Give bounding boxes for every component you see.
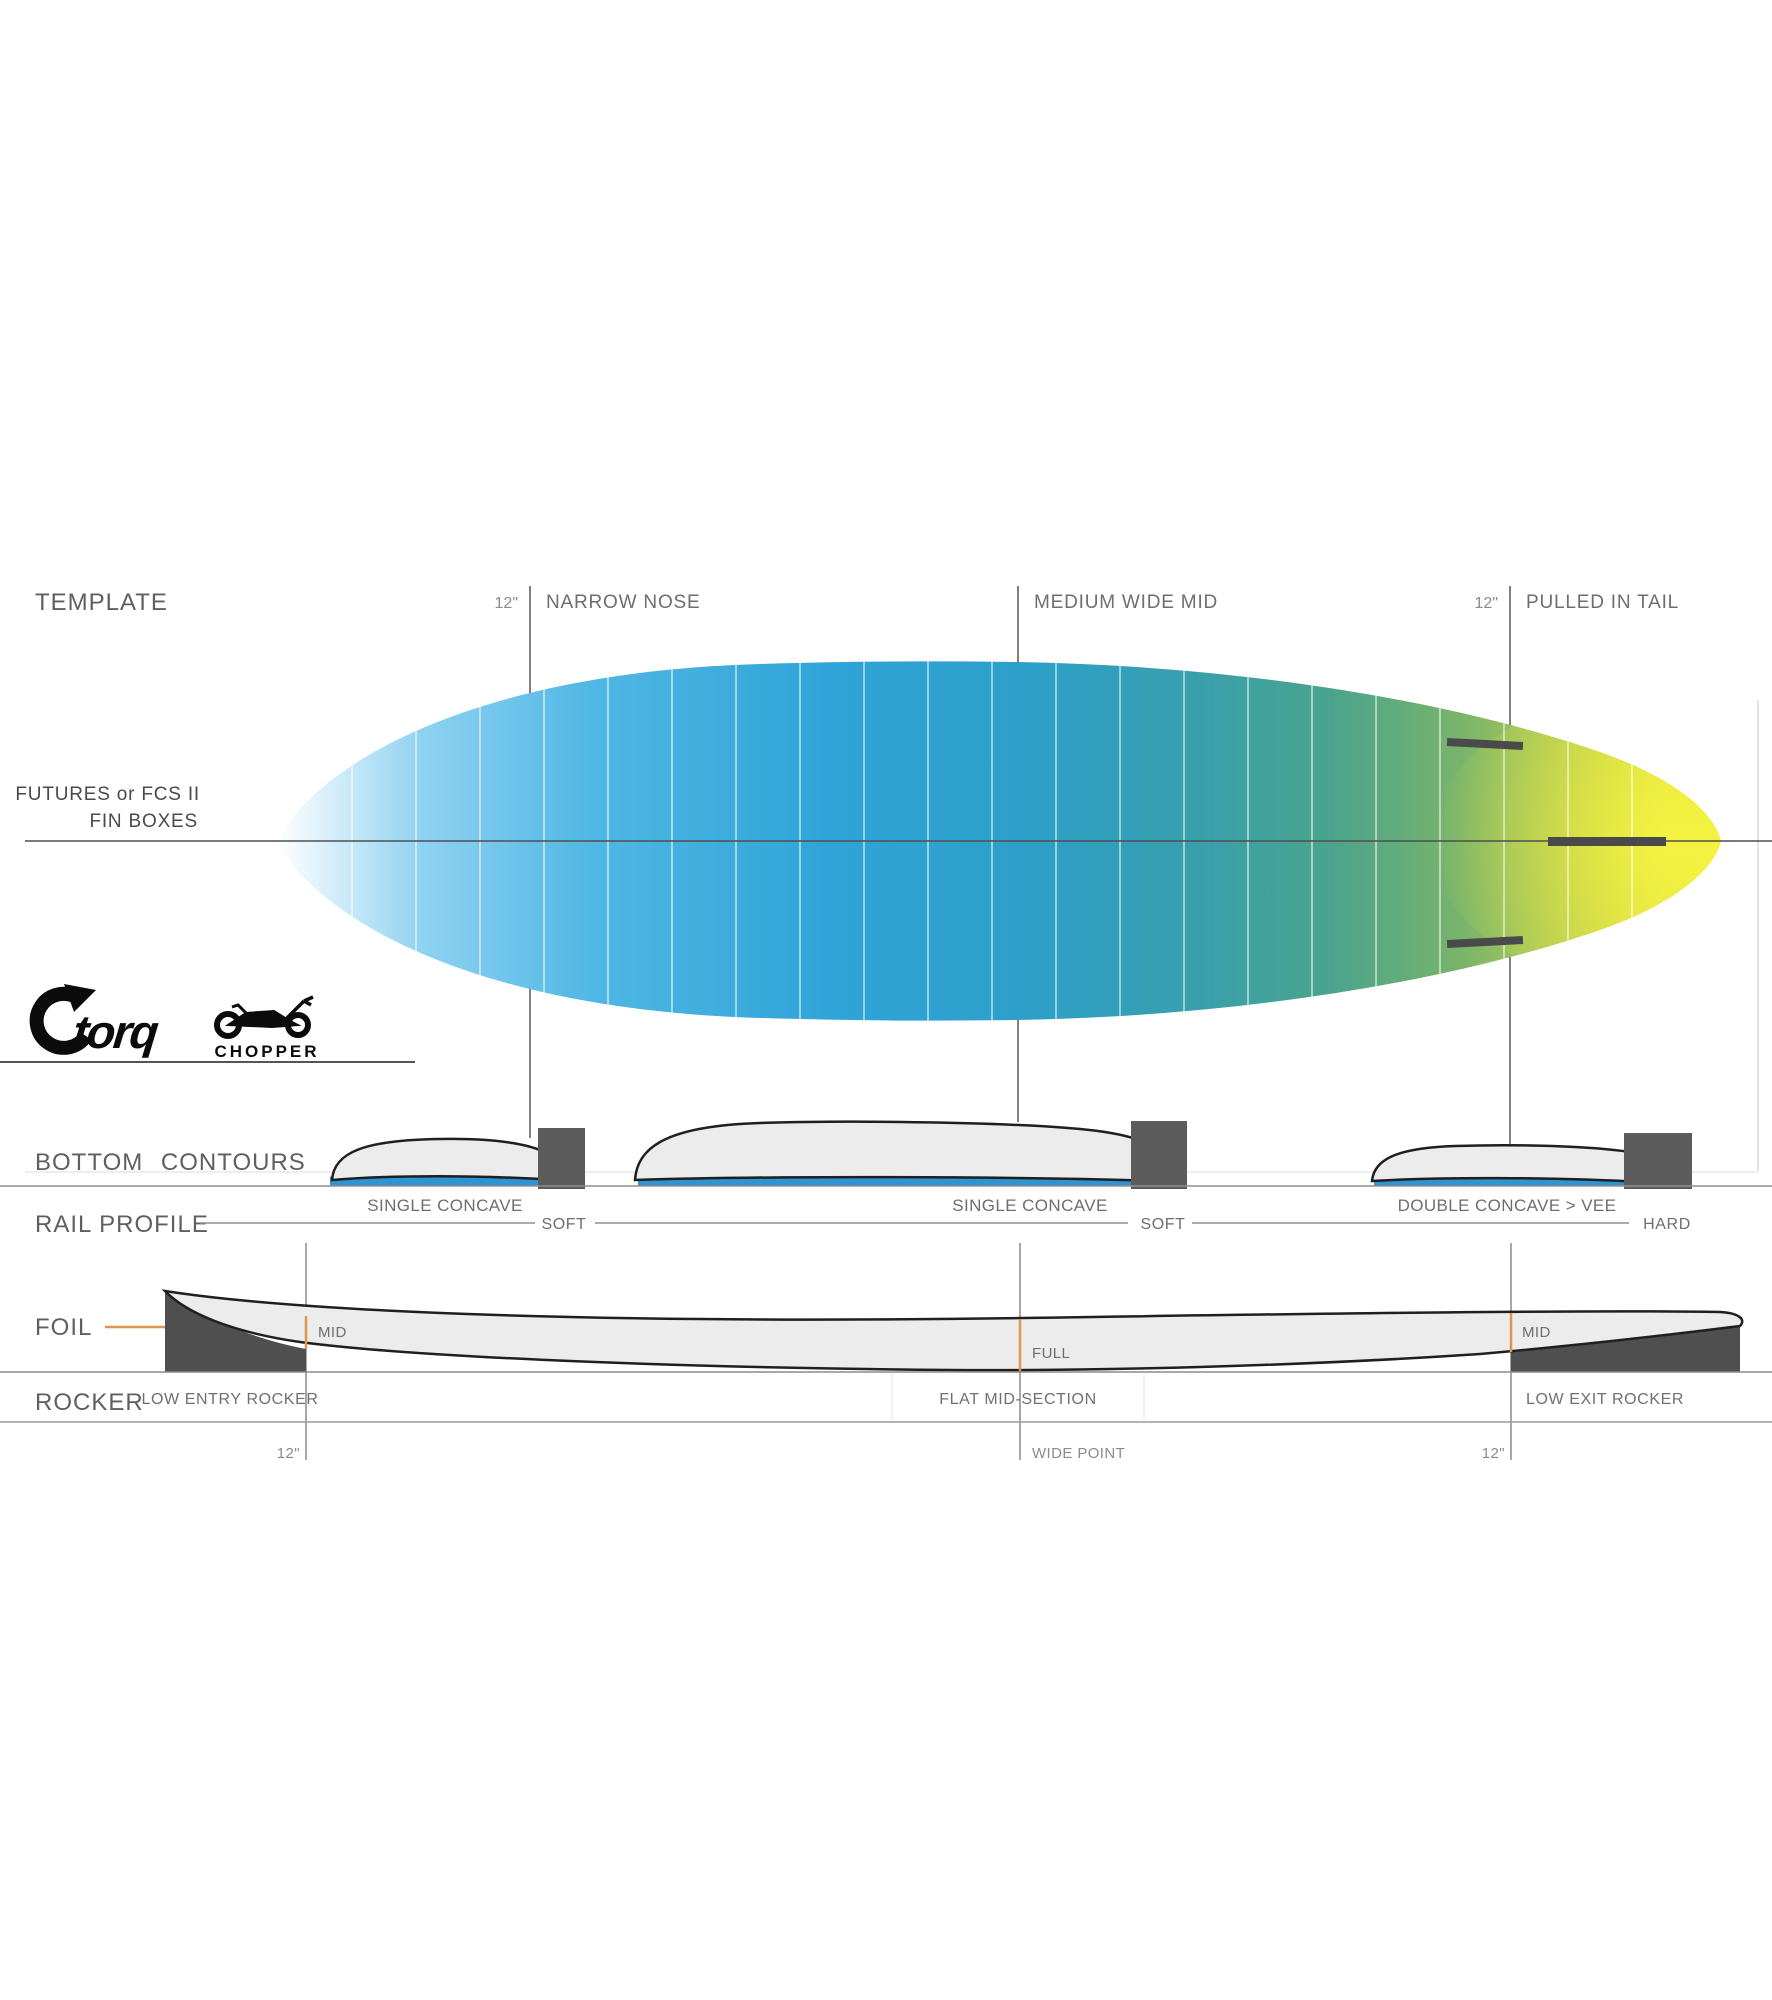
contour-dome-tail — [1370, 1144, 1657, 1184]
bottom-tick-tail-12in: 12" — [1482, 1445, 1505, 1462]
torq-wordmark: torq — [71, 1005, 161, 1058]
fin-boxes-label-line1: FUTURES or FCS II — [15, 784, 200, 805]
contour-label-mid: SINGLE CONCAVE — [952, 1196, 1108, 1215]
side-fin-box-top — [1446, 738, 1524, 750]
foil-label-mid-tail: MID — [1522, 1324, 1551, 1341]
foil-blade — [161, 1289, 1744, 1372]
rail-label-hard: HARD — [1643, 1216, 1691, 1233]
pulled-in-tail-label: PULLED IN TAIL — [1526, 592, 1679, 613]
rocker-label-exit: LOW EXIT ROCKER — [1526, 1391, 1684, 1408]
contour-section-mid — [633, 1120, 1187, 1189]
contour-label-nose: SINGLE CONCAVE — [367, 1196, 523, 1215]
rail-label-soft-2: SOFT — [1140, 1216, 1185, 1233]
torq-arrowhead-icon — [64, 984, 96, 1012]
bottom-tick-nose-12in: 12" — [277, 1445, 300, 1462]
rail-label-soft-1: SOFT — [541, 1216, 586, 1233]
tail-12in-label: 12" — [1475, 595, 1498, 612]
board-top-view — [277, 661, 1721, 1021]
nose-12in-label: 12" — [495, 595, 518, 612]
fin-boxes-label-line2: FIN BOXES — [89, 811, 198, 832]
rail-block-mid — [1131, 1121, 1187, 1189]
rocker-title: ROCKER — [35, 1389, 144, 1416]
contour-dome-mid — [633, 1120, 1172, 1183]
fin-boxes — [1446, 738, 1666, 948]
rail-block-tail — [1624, 1133, 1692, 1189]
bottom-tick-wide-point: WIDE POINT — [1032, 1445, 1125, 1462]
foil-title: FOIL — [35, 1314, 92, 1341]
nose-rocker-wedge — [165, 1291, 306, 1372]
rail-profile-title: RAIL PROFILE — [35, 1211, 209, 1238]
contour-section-nose — [330, 1128, 585, 1189]
tail-rocker-wedge — [1511, 1326, 1740, 1372]
chopper-logo: CHOPPER — [214, 995, 319, 1061]
contour-dome-nose — [330, 1137, 561, 1182]
contour-label-tail: DOUBLE CONCAVE > VEE — [1398, 1196, 1617, 1215]
contour-section-tail — [1370, 1133, 1692, 1189]
center-fin-box — [1548, 837, 1666, 846]
torq-logo: torq — [29, 984, 161, 1058]
rocker-label-entry: LOW ENTRY ROCKER — [141, 1391, 318, 1408]
rocker-label-flat: FLAT MID-SECTION — [939, 1391, 1096, 1408]
concave-strip-nose — [330, 1176, 556, 1186]
torq-swirl-icon — [29, 986, 92, 1055]
rail-block-nose — [538, 1128, 585, 1189]
medium-wide-mid-label: MEDIUM WIDE MID — [1034, 592, 1218, 613]
narrow-nose-label: NARROW NOSE — [546, 592, 700, 613]
side-fin-box-bottom — [1446, 936, 1524, 948]
board-section-lines — [351, 661, 1633, 1021]
motorcycle-icon — [214, 995, 314, 1039]
foil-label-mid-nose: MID — [318, 1324, 347, 1341]
template-title: TEMPLATE — [35, 589, 168, 616]
foil-label-full: FULL — [1032, 1345, 1070, 1362]
chopper-wordmark: CHOPPER — [214, 1042, 319, 1061]
